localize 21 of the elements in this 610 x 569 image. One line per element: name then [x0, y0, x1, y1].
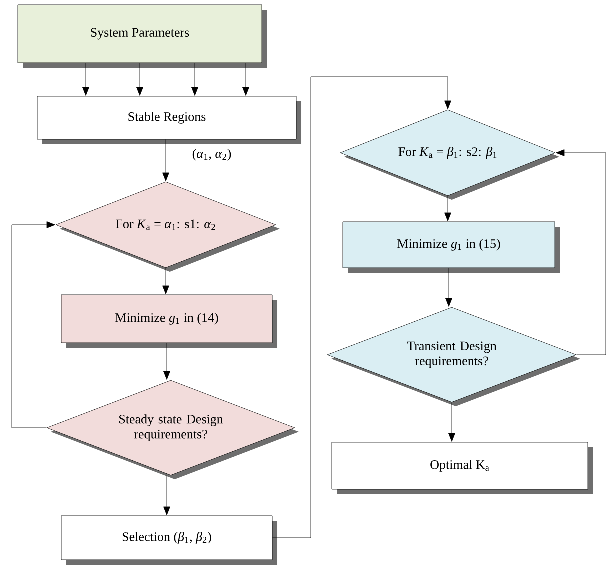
- process-box: Minimize g$_{1}$ in (15): [342, 222, 560, 273]
- arrow: [162, 139, 170, 182]
- arrow: [444, 196, 452, 222]
- arrow: [272, 76, 452, 538]
- arrow: [164, 342, 170, 380]
- process-box: Minimize g$_{1}$ in (14): [61, 294, 278, 348]
- arrow: [162, 268, 170, 294]
- process-box: System Parameters: [18, 4, 267, 68]
- arrow: [556, 150, 606, 356]
- process-box: Stable Regions: [37, 96, 302, 144]
- arrow: [82, 62, 90, 96]
- arrow: [136, 62, 144, 96]
- arrow: [448, 402, 456, 442]
- arrow: [12, 222, 56, 428]
- arrow: [192, 62, 198, 96]
- arrow: [242, 62, 250, 96]
- process-box: Optimal K$_{a}$: [332, 442, 593, 494]
- arrow: [164, 475, 170, 516]
- arrow: [446, 268, 452, 307]
- process-box: Selection (β$_{1}$, β$_{2}$): [61, 516, 278, 565]
- edge-label: (α$_{1}$, α$_{2}$): [192, 149, 232, 161]
